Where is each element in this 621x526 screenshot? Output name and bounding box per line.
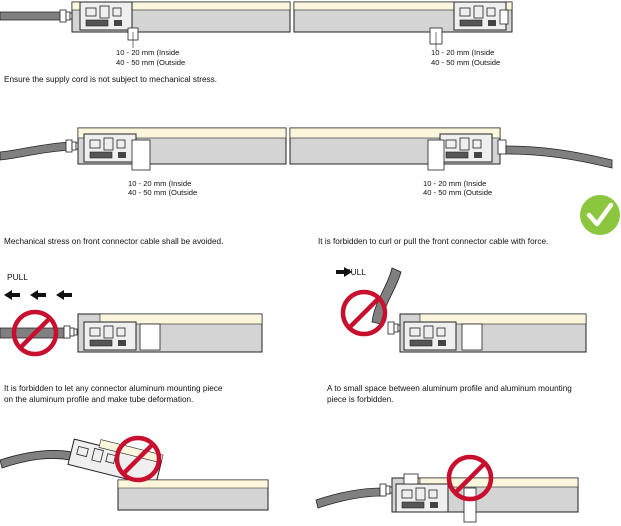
row2-cable-right: [505, 145, 613, 169]
row1-left-inside-dim: 10 - 20 mm (Inside: [116, 48, 180, 57]
row3-right-illustration: [336, 267, 587, 353]
mounting-piece-note-line2: on the aluminum profile and make tube de…: [4, 395, 194, 404]
arrow-icon: [4, 290, 20, 300]
row1-right-inside-dim: 10 - 20 mm (Inside: [431, 48, 495, 57]
row2-cable-left: [0, 141, 71, 161]
row2-left-inside-dim: 10 - 20 mm (Inside: [128, 179, 192, 188]
row1-right-outside-dim: 40 - 50 mm (Outside: [431, 58, 501, 67]
row1-illustration: [0, 1, 513, 50]
row4-right-illustration: [315, 457, 579, 523]
arrow-icon: [56, 290, 72, 300]
row4-left-illustration: [0, 433, 269, 511]
row2-illustration: [0, 127, 613, 171]
pull-label-right: PULL: [345, 267, 366, 277]
check-circle-icon: [580, 195, 620, 235]
curl-pull-forbidden-note: It is forbidden to curl or pull the fron…: [318, 237, 549, 246]
arrow-icon: [30, 290, 46, 300]
row1-left-outside-dim: 40 - 50 mm (Outside: [116, 58, 186, 67]
mounting-piece-note-line1: It is forbidden to let any connector alu…: [4, 384, 223, 393]
pull-label-left: PULL: [7, 272, 28, 282]
row2-right-inside-dim: 10 - 20 mm (Inside: [423, 179, 487, 188]
small-space-note-line2: piece is forbidden.: [327, 395, 394, 404]
row2-left-outside-dim: 40 - 50 mm (Outside: [128, 188, 198, 197]
supply-cord-note: Ensure the supply cord is not subject to…: [4, 75, 217, 84]
front-cable-stress-note: Mechanical stress on front connector cab…: [4, 237, 224, 246]
row2-right-outside-dim: 40 - 50 mm (Outside: [423, 188, 493, 197]
small-space-note-line1: A to small space between aluminum profil…: [327, 384, 572, 393]
row3-left-illustration: [0, 290, 263, 354]
row1-cable-left: [0, 11, 63, 21]
